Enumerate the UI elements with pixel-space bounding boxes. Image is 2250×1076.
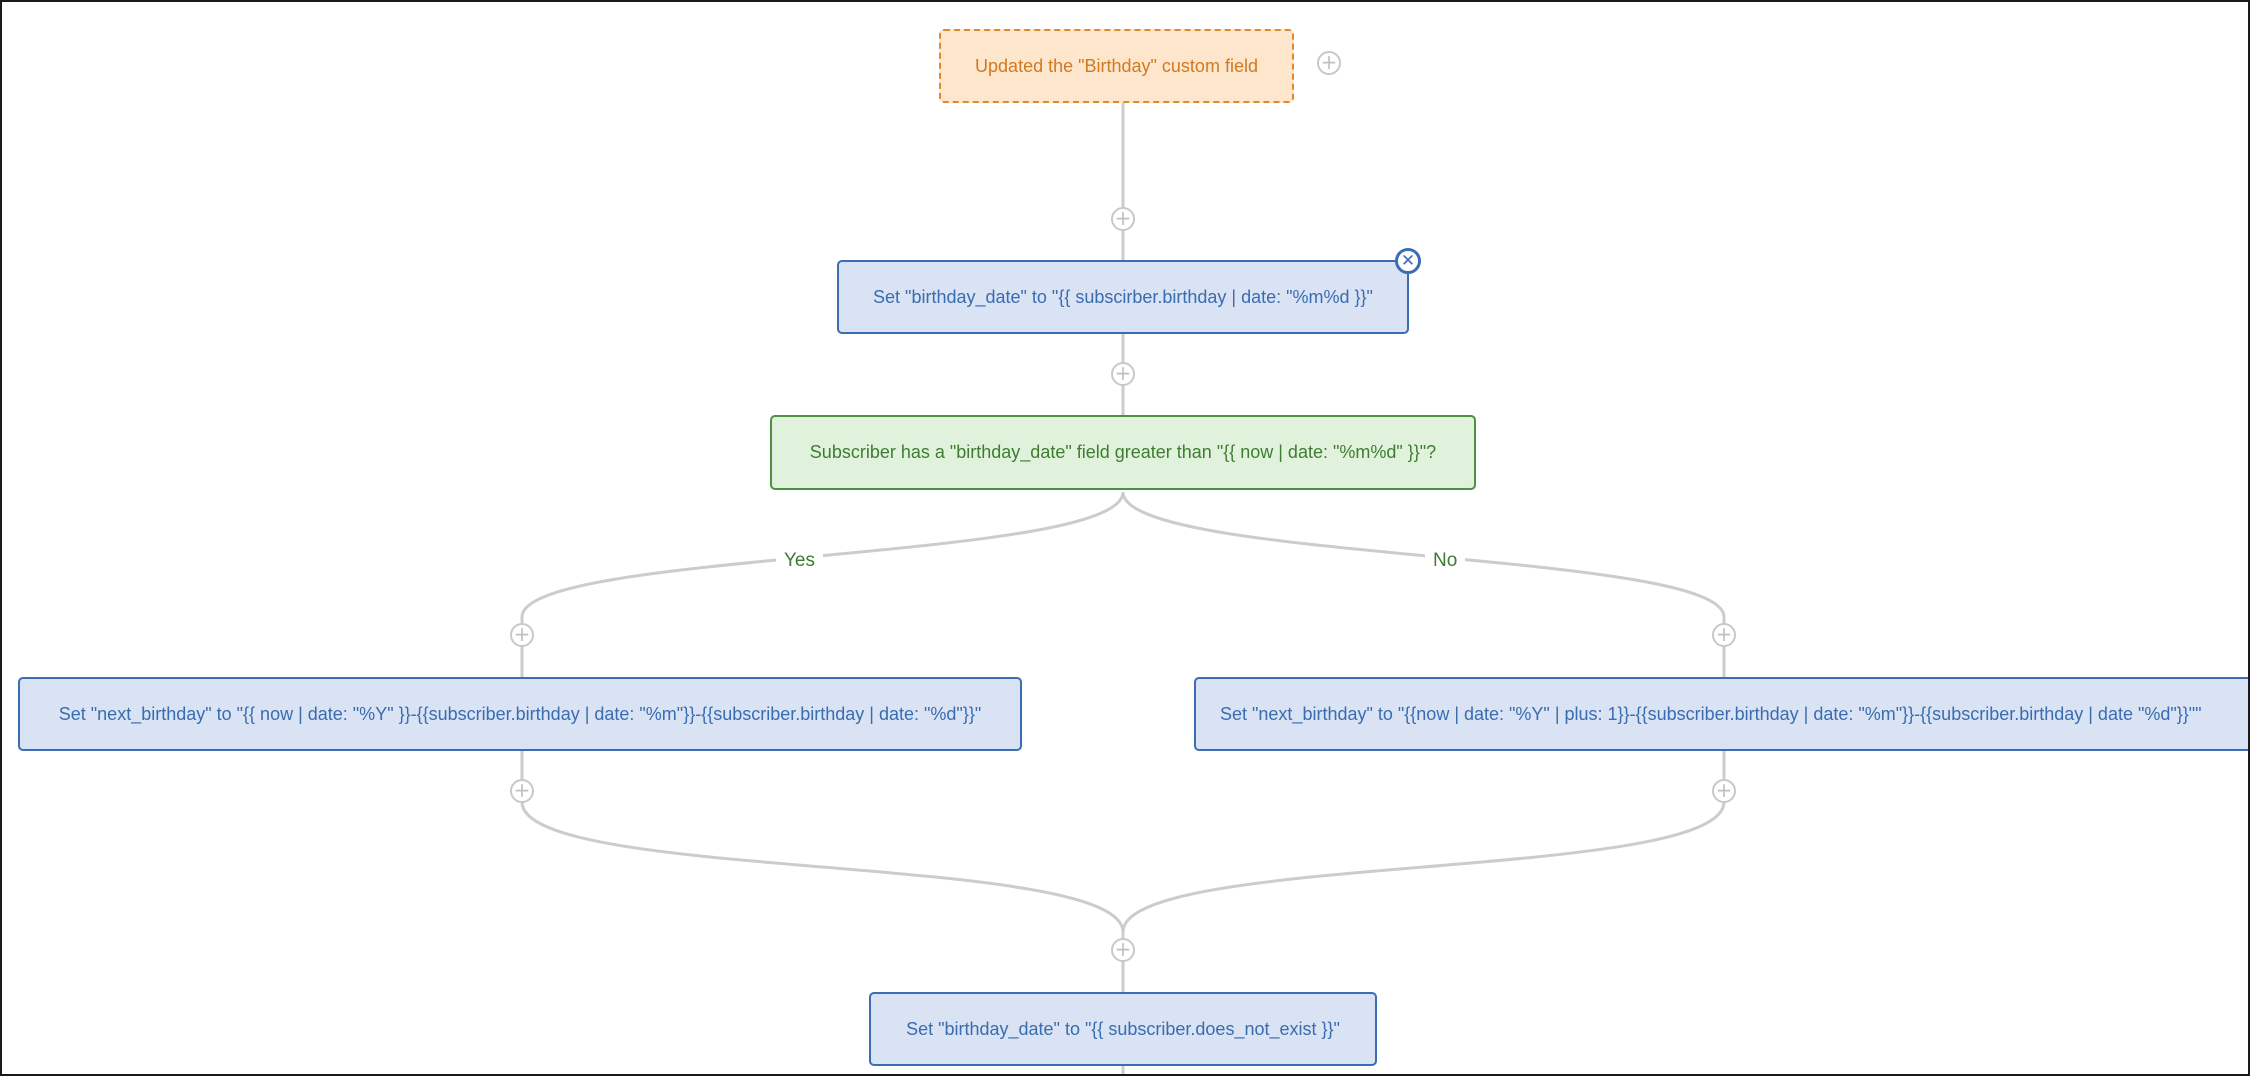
add-step-button[interactable]: +	[1111, 362, 1135, 386]
yes-next-birthday-action[interactable]: Set "next_birthday" to "{{ now | date: "…	[18, 677, 1022, 751]
plus-circle-icon: +	[513, 778, 531, 802]
plus-circle-icon: +	[1114, 937, 1132, 961]
connector-condition-to-yes	[520, 491, 1125, 679]
add-step-yes-branch-button[interactable]: +	[510, 779, 534, 803]
add-step-merge-button[interactable]: +	[1111, 938, 1135, 962]
plus-circle-icon: +	[1114, 206, 1132, 230]
plus-circle-icon: +	[1715, 622, 1733, 646]
close-circle-icon: ✕	[1400, 251, 1416, 271]
remove-step-button[interactable]: ✕	[1395, 248, 1421, 274]
birthday-condition-node[interactable]: Subscriber has a "birthday_date" field g…	[770, 415, 1476, 490]
add-step-no-branch-button[interactable]: +	[1712, 779, 1736, 803]
condition-label: Subscriber has a "birthday_date" field g…	[809, 442, 1437, 462]
connector-condition-to-no	[1121, 491, 1726, 679]
add-step-no-branch-button[interactable]: +	[1712, 623, 1736, 647]
yes-branch-label: Yes	[776, 549, 823, 573]
no-next-birthday-action[interactable]: Set "next_birthday" to "{{now | date: "%…	[1194, 677, 2248, 751]
action-label: Set "birthday_date" to "{{ subscriber.do…	[906, 1018, 1340, 1039]
plus-circle-icon: +	[1114, 361, 1132, 385]
plus-circle-icon: +	[1715, 778, 1733, 802]
trigger-node[interactable]: Updated the "Birthday" custom field	[939, 29, 1294, 103]
connector-no-to-merge	[1121, 748, 1726, 933]
action-label: Set "next_birthday" to "{{now | date: "%…	[1220, 703, 2202, 724]
add-step-button[interactable]: +	[1111, 207, 1135, 231]
trigger-label: Updated the "Birthday" custom field	[975, 55, 1258, 76]
set-birthday-date-action[interactable]: Set "birthday_date" to "{{ subscirber.bi…	[837, 260, 1409, 334]
add-step-yes-branch-button[interactable]: +	[510, 623, 534, 647]
connector-yes-to-merge	[520, 748, 1125, 992]
plus-circle-icon: +	[513, 622, 531, 646]
action-label: Set "birthday_date" to "{{ subscirber.bi…	[873, 286, 1373, 307]
no-branch-label: No	[1425, 549, 1466, 573]
plus-circle-icon: +	[1320, 50, 1338, 74]
add-sibling-trigger-button[interactable]: +	[1317, 51, 1341, 75]
action-label: Set "next_birthday" to "{{ now | date: "…	[58, 703, 982, 724]
clear-birthday-date-action[interactable]: Set "birthday_date" to "{{ subscriber.do…	[869, 992, 1377, 1066]
